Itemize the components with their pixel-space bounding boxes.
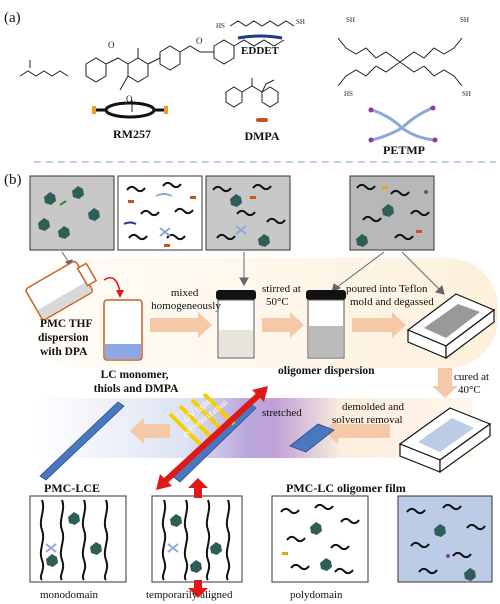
dmpa-cartoon xyxy=(256,118,268,122)
rm257-end-right xyxy=(164,106,168,114)
stirred-label: stirred at 50°C xyxy=(262,283,304,308)
svg-text:HS: HS xyxy=(344,90,353,98)
box-polydomain xyxy=(271,495,369,583)
temporarily-aligned-label: temporarily aligned xyxy=(146,589,233,601)
oligomer-dispersion-label: oligomer dispersion xyxy=(278,365,375,377)
svg-text:SH: SH xyxy=(346,16,355,24)
box-pmc xyxy=(29,175,115,251)
jar-mixed xyxy=(216,290,256,359)
rm257-end-left xyxy=(92,106,96,114)
panel-a: (a) O O O RM257 xyxy=(4,10,471,157)
box-monodomain xyxy=(29,495,127,583)
pmc-bottle xyxy=(25,260,98,321)
panel-b-label: (b) xyxy=(4,172,22,188)
box-oligomer-film xyxy=(397,495,493,583)
pour-arrow xyxy=(103,277,121,293)
stretched-label: stretched xyxy=(262,407,302,419)
svg-text:O: O xyxy=(108,40,115,50)
box-mixture xyxy=(205,175,291,251)
svg-text:SH: SH xyxy=(296,18,305,26)
petmp-structure: SH SH HS SH xyxy=(337,16,471,98)
pmc-lce-film xyxy=(39,401,125,481)
svg-text:O: O xyxy=(196,36,203,46)
eddet-cartoon xyxy=(237,34,283,40)
oligomer-film xyxy=(289,423,335,453)
dmpa-label: DMPA xyxy=(244,129,279,143)
svg-text:HS: HS xyxy=(216,22,225,30)
dmpa-structure xyxy=(225,78,279,108)
process-arrows xyxy=(130,312,458,444)
down-arrows xyxy=(61,251,445,295)
petmp-label: PETMP xyxy=(383,143,425,157)
rm257-structure: O O O xyxy=(19,36,285,112)
teflon-mold-upper xyxy=(406,293,496,360)
rm257-cartoon xyxy=(92,101,168,119)
eddet-label: EDDET xyxy=(241,45,280,57)
rm257-label: RM257 xyxy=(113,127,151,141)
svg-text:O: O xyxy=(126,94,133,104)
box-monomer-mix xyxy=(117,175,203,251)
petmp-cartoon xyxy=(368,105,438,143)
svg-text:SH: SH xyxy=(460,16,469,24)
cured-label: cured at 40°C xyxy=(454,371,492,396)
teflon-mold-lower xyxy=(398,407,492,474)
demolded-label: demolded and solvent removal xyxy=(332,401,407,426)
box-temporarily-aligned xyxy=(151,495,243,583)
jar-lc-monomer xyxy=(103,299,143,361)
process-band-upper xyxy=(30,258,498,368)
lc-monomer-label: LC monomer, thiols and DMPA xyxy=(94,369,179,395)
pmc-dispersion-label: PMC THF dispersion with DPA xyxy=(38,318,95,358)
pmc-lce-label: PMC-LCE xyxy=(44,481,100,495)
panel-b: (b) xyxy=(4,172,498,601)
mixed-label: mixed homogeneously xyxy=(151,287,221,312)
box-oligomer xyxy=(349,175,435,251)
jar-oligomer xyxy=(306,290,346,359)
eddet-structure: HS SH xyxy=(216,18,305,30)
monodomain-label: monodomain xyxy=(40,589,99,601)
oligomer-film-label: PMC-LC oligomer film xyxy=(286,481,406,495)
stretch-arrow-red xyxy=(156,386,268,490)
polydomain-label: polydomain xyxy=(290,589,343,601)
poured-label: poured into Teflon mold and degassed xyxy=(346,283,434,308)
svg-text:SH: SH xyxy=(462,90,471,98)
vertical-stretch-arrows xyxy=(188,478,208,598)
panel-a-label: (a) xyxy=(4,10,21,26)
